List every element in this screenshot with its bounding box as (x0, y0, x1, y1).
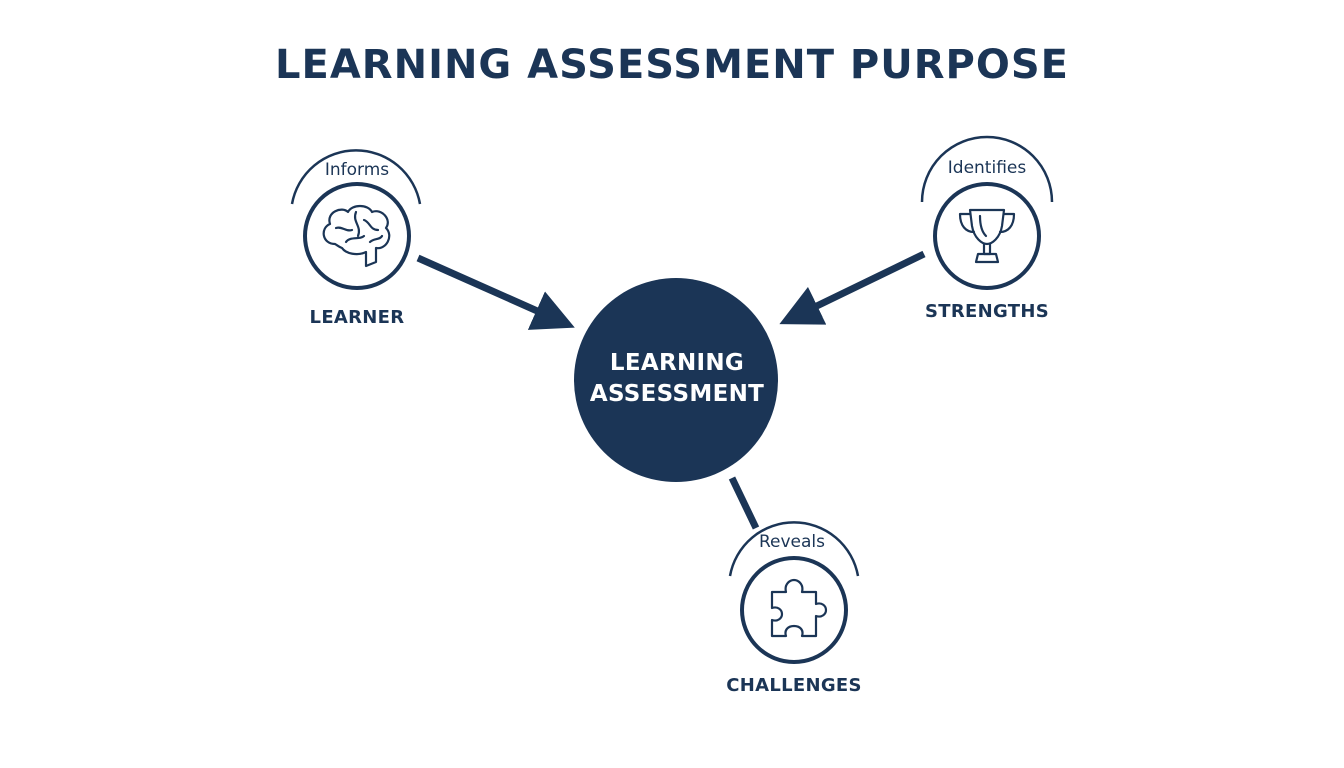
brain-icon (322, 204, 391, 268)
node-label-learner: LEARNER (309, 307, 405, 328)
relation-informs: Informs (324, 160, 390, 180)
challenges-arc (728, 521, 860, 577)
arrow-strengths-to-center (779, 250, 926, 325)
strengths-arc (920, 135, 1054, 203)
node-label-strengths: STRENGTHS (925, 301, 1049, 322)
puzzle-piece-icon (770, 578, 828, 638)
challenges-node (728, 521, 860, 664)
center-node (574, 278, 778, 482)
relation-identifies: Identifies (947, 158, 1027, 178)
learner-node (290, 149, 422, 290)
center-label: LEARNING ASSESSMENT (575, 348, 779, 410)
strengths-node (920, 135, 1054, 290)
center-label-line1: LEARNING (609, 350, 745, 376)
node-label-challenges: CHALLENGES (726, 675, 862, 696)
connector-center-to-challenges (728, 476, 760, 530)
trophy-icon (958, 208, 1016, 264)
arrow-learner-to-center (416, 254, 575, 330)
learner-arc (290, 149, 422, 205)
relation-reveals: Reveals (758, 532, 826, 552)
center-label-line2: ASSESSMENT (589, 381, 765, 407)
page-title: LEARNING ASSESSMENT PURPOSE (275, 42, 1069, 88)
challenges-circle (740, 556, 848, 664)
